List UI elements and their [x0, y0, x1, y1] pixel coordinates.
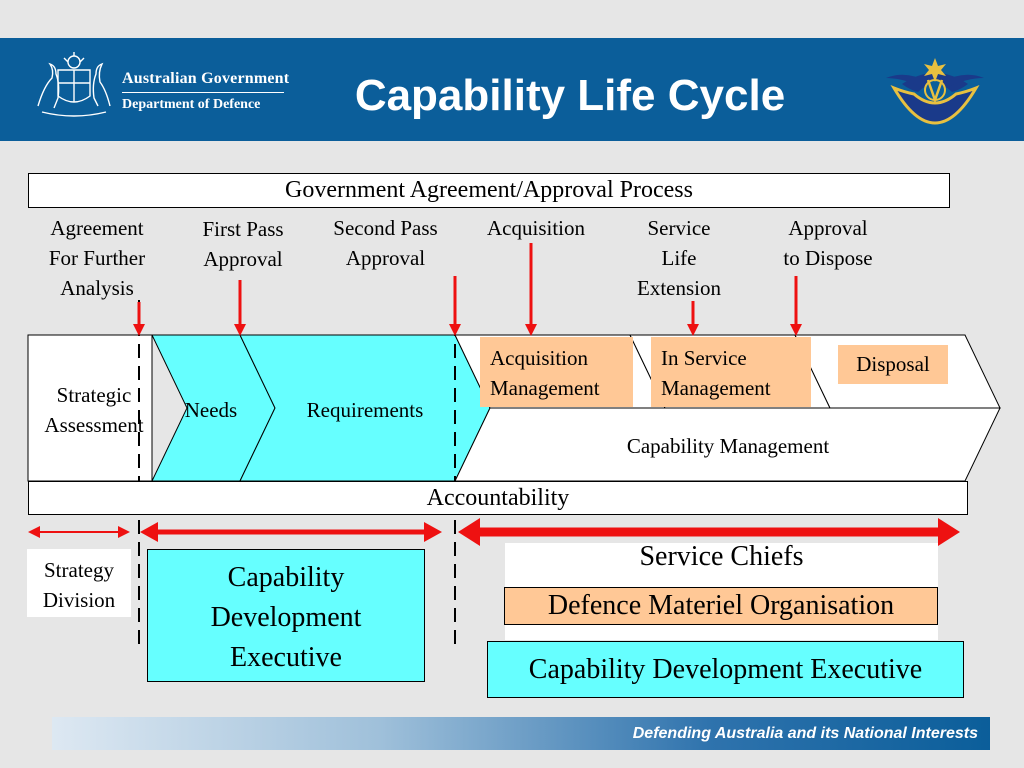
- capability-management-label: Capability Management: [626, 434, 830, 458]
- defence-badge-icon: [886, 58, 984, 125]
- strategic-assessment-panel: [27, 334, 153, 482]
- strategy-division-box: Strategy Division: [27, 549, 131, 617]
- commonwealth-crest-icon: [37, 52, 111, 117]
- gov-name-line1: Australian Government: [122, 70, 290, 87]
- milestone-label-second-pass: Second Pass Approval: [333, 216, 438, 270]
- acquisition-management-box: Acquisition Management: [480, 337, 633, 407]
- page-title: Capability Life Cycle: [354, 71, 786, 120]
- government-approval-process-box: Government Agreement/Approval Process: [28, 173, 950, 208]
- footer-tagline: Defending Australia and its National Int…: [632, 725, 978, 742]
- strategic-assessment-label: Strategic Assessment: [44, 383, 144, 437]
- service-chiefs-label: Service Chiefs: [639, 541, 804, 572]
- footer-bar: [52, 717, 990, 750]
- defence-materiel-organisation-box: Defence Materiel Organisation: [504, 587, 938, 625]
- accountability-box: Accountability: [28, 481, 968, 515]
- milestone-label-approval-to-dispose: Approval to Dispose: [783, 216, 873, 270]
- milestone-label-acquisition: Acquisition: [487, 216, 585, 240]
- milestone-label-agreement: Agreement For Further Analysis: [48, 216, 146, 300]
- needs-label: Needs: [184, 398, 238, 422]
- gov-name-line2: Department of Defence: [122, 97, 261, 112]
- capability-development-executive-wide-box: Capability Development Executive: [487, 641, 964, 698]
- in-service-management-box: In Service Management: [651, 337, 811, 407]
- disposal-box: Disposal: [838, 345, 948, 384]
- gov-name-divider: [122, 92, 284, 93]
- requirements-label: Requirements: [306, 398, 424, 422]
- capability-development-executive-box: Capability Development Executive: [147, 549, 425, 682]
- milestone-label-first-pass: First Pass Approval: [202, 217, 284, 271]
- header-bar: [0, 38, 1024, 141]
- milestone-label-service-life-extension: Service Life Extension: [637, 216, 721, 300]
